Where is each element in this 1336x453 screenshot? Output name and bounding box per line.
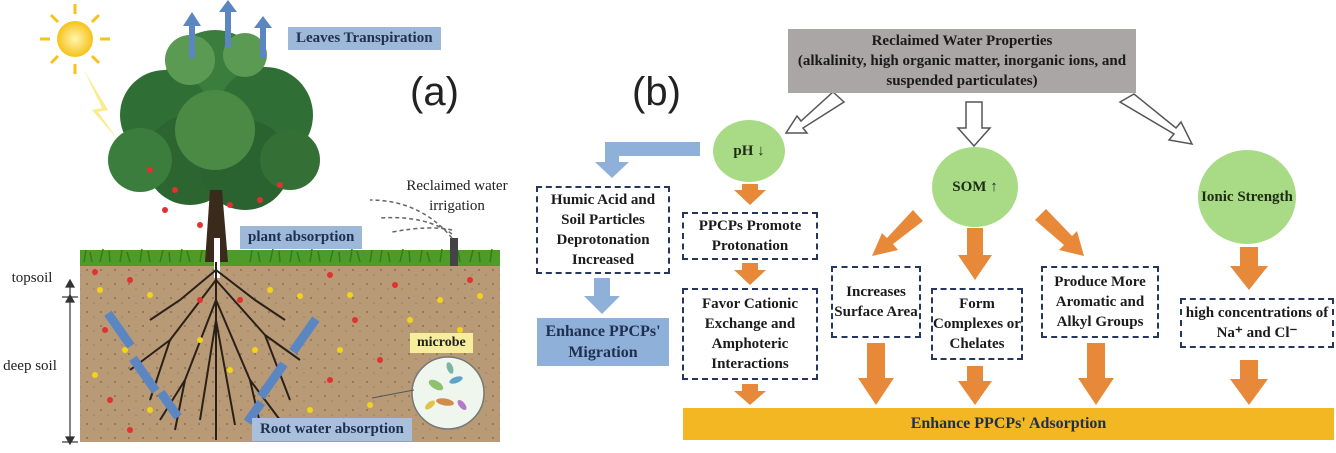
hollow-arrow-to-ph [784, 90, 846, 134]
enhance-adsorption-bar: Enhance PPCPs' Adsorption [683, 408, 1334, 440]
microbe-icon [371, 356, 485, 430]
panel-b-arrows [584, 90, 1268, 405]
tree-trunk [205, 190, 228, 262]
tree-canopy-icon [108, 30, 320, 210]
na-cl-concentration-box: high concentrations of Na⁺ and Cl⁻ [1180, 298, 1334, 348]
hollow-arrow-to-som [956, 101, 992, 148]
panel-a-letter: (a) [410, 70, 459, 114]
orange-arrow-aromatic-down [1078, 343, 1114, 405]
properties-line3: suspended particulates) [886, 73, 1038, 89]
reclaimed-water-properties-box: Reclaimed Water Properties (alkalinity, … [788, 29, 1136, 93]
orange-arrow-som-right [1035, 209, 1084, 256]
orange-arrow-surface-down [858, 343, 894, 405]
plant-absorption-label: plant absorption [240, 226, 363, 249]
ph-circle: pH ↓ [713, 120, 785, 182]
sprinkler-icon [369, 199, 458, 266]
orange-arrow-protonation-down [734, 263, 766, 285]
orange-arrow-cationic-down [734, 384, 766, 405]
reclaimed-irrigation-line2: irrigation [429, 198, 485, 214]
properties-title: Reclaimed Water Properties [871, 33, 1053, 49]
root-water-absorption-label: Root water absorption [252, 418, 412, 441]
orange-arrow-som-down [958, 228, 992, 280]
hollow-arrow-to-ionic [1118, 93, 1194, 145]
ppcp-particles-red [92, 167, 473, 433]
depth-markers [62, 278, 78, 446]
panel-b-letter: (b) [632, 70, 681, 114]
ppcp-particles-yellow [92, 287, 483, 413]
blue-arrow-humic-to-migration [584, 278, 620, 314]
increases-surface-area-box: Increases Surface Area [831, 266, 921, 338]
water-flow-bars [104, 310, 320, 425]
enhance-migration-box: Enhance PPCPs' Migration [537, 318, 669, 366]
orange-arrow-ph-down [734, 184, 766, 205]
ionic-strength-circle: Ionic Strength [1198, 150, 1296, 244]
reclaimed-irrigation-line1: Reclaimed water [406, 178, 508, 194]
ppcps-protonation-box: PPCPs Promote Protonation [682, 212, 818, 260]
complexes-chelates-box: Form Complexes or Chelates [931, 288, 1023, 360]
orange-arrow-som-left [872, 210, 923, 256]
cationic-exchange-box: Favor Cationic Exchange and Amphoteric I… [682, 288, 818, 380]
orange-arrow-complexes-down [958, 366, 992, 405]
deep-soil-label: deep soil [3, 358, 57, 374]
orange-arrow-ionic-down [1230, 247, 1268, 290]
properties-line2: (alkalinity, high organic matter, inorga… [797, 53, 1127, 69]
transpiration-arrows [183, 0, 272, 58]
sun-icon [40, 4, 110, 74]
som-circle: SOM ↑ [932, 147, 1018, 227]
topsoil-label: topsoil [11, 270, 53, 286]
trunk-highlight [214, 238, 220, 278]
humic-acid-box: Humic Acid and Soil Particles Deprotonat… [536, 186, 670, 274]
grass-blades [83, 248, 493, 263]
orange-arrow-conc-down [1230, 360, 1268, 405]
sunbeam-icon [84, 70, 118, 140]
reclaimed-irrigation-label: Reclaimed water irrigation [392, 176, 522, 216]
panel-a-illustration [40, 0, 500, 446]
microbe-label: microbe [410, 333, 473, 353]
aromatic-alkyl-box: Produce More Aromatic and Alkyl Groups [1041, 266, 1159, 338]
leaves-transpiration-label: Leaves Transpiration [288, 27, 441, 50]
blue-arrow-ph-to-humic [595, 142, 700, 178]
